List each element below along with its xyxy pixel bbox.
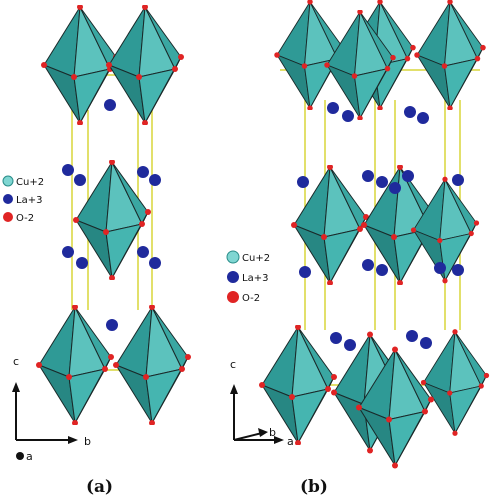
axes-a: c b a [12,355,91,463]
axis-a-a-label: a [26,450,33,463]
legend-b-cu-label: Cu+2 [242,253,270,264]
legend-b-la-label: La+3 [242,273,268,284]
legend-a-o-label: O-2 [16,213,34,224]
la-legend-marker [3,194,13,204]
legend-b: Cu+2 La+3 O-2 [226,250,270,304]
axes-b: c b a [230,358,294,448]
panel-a-la-atoms [62,99,161,331]
axis-b-c-label: c [230,358,236,371]
axis-b-b-label: b [269,426,276,439]
axis-b-a-label: a [287,435,294,448]
axis-a-c-label: c [13,355,19,368]
legend-a: Cu+2 La+3 O-2 [2,175,44,224]
cu-legend-marker [226,250,240,264]
o-legend-marker [3,212,13,222]
legend-a-cu-label: Cu+2 [16,177,44,188]
panel-label-a: (a) [86,477,113,497]
axis-a-b-label: b [84,435,91,448]
la-legend-marker [227,271,239,283]
o-legend-marker [227,291,239,303]
panel-b-structure [258,0,490,470]
legend-b-o-label: O-2 [242,293,260,304]
panel-label-b: (b) [300,477,328,497]
panel-a-structure [35,5,192,425]
legend-a-la-label: La+3 [16,195,42,206]
octahedron [105,5,185,125]
octahedron [413,0,487,110]
panel-b-la-atoms [297,102,464,351]
octahedron [35,305,115,425]
cu-legend-marker [2,175,14,187]
octahedron [112,305,192,425]
